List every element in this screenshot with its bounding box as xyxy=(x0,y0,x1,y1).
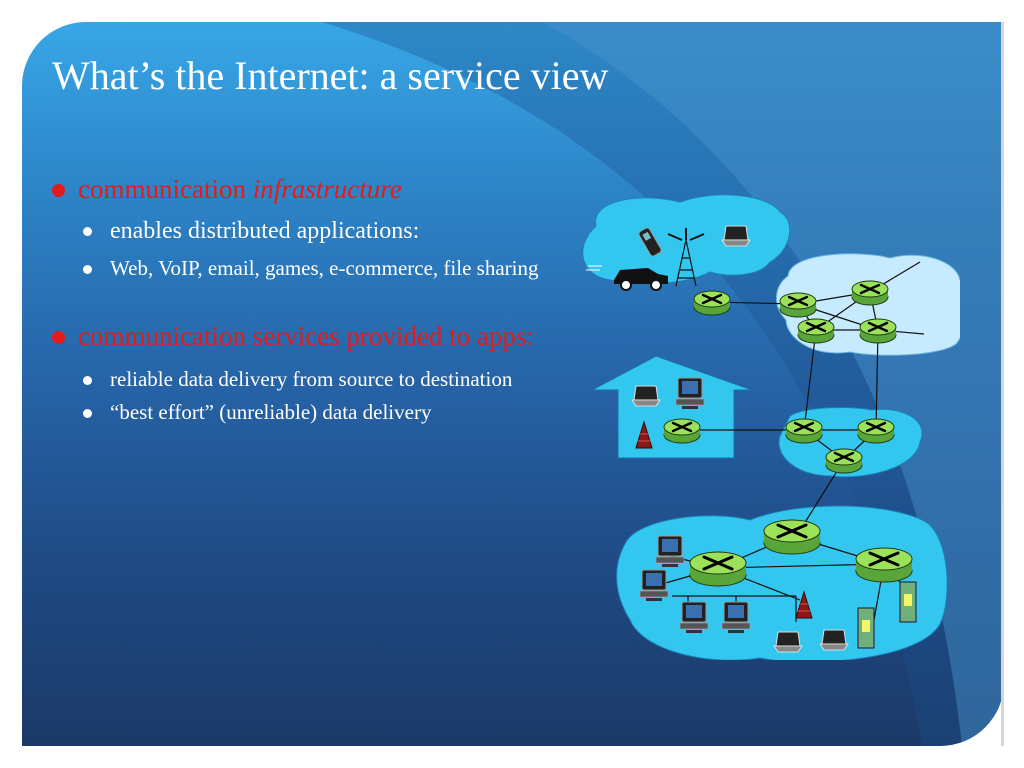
sub-bullet: Web, VoIP, email, games, e-commerce, fil… xyxy=(50,254,550,283)
router-icon xyxy=(824,447,864,475)
bullet-text-italic: infrastructure xyxy=(252,174,402,204)
server-icon xyxy=(899,581,917,623)
router-icon xyxy=(856,417,896,445)
router-icon xyxy=(778,291,818,319)
bullet-text: communication xyxy=(78,174,253,204)
laptop-icon xyxy=(631,385,661,407)
bullet-communication-infrastructure: communication infrastructure xyxy=(50,172,550,206)
router-icon xyxy=(854,546,914,584)
slide-title: What’s the Internet: a service view xyxy=(52,53,609,98)
slide-frame-edge xyxy=(1001,22,1004,746)
laptop-icon xyxy=(773,631,803,653)
house-icon xyxy=(591,355,753,459)
background-swoosh xyxy=(322,22,1004,746)
laptop-icon xyxy=(721,225,751,247)
sub-bullet: reliable data delivery from source to de… xyxy=(50,365,550,394)
slide: What’s the Internet: a service view comm… xyxy=(22,22,1004,746)
desktop-computer-icon xyxy=(679,601,709,634)
router-icon xyxy=(858,317,898,345)
desktop-computer-icon xyxy=(675,377,705,410)
desktop-computer-icon xyxy=(721,601,751,634)
router-icon xyxy=(662,417,702,445)
cell-tower-icon xyxy=(667,228,705,287)
router-icon xyxy=(784,417,824,445)
router-icon xyxy=(762,518,822,556)
car-icon xyxy=(586,265,668,291)
bullet-list: communication infrastructure enables dis… xyxy=(50,172,550,427)
desktop-computer-icon xyxy=(655,535,685,568)
network-diagram xyxy=(582,194,960,660)
mobile-phone-icon xyxy=(638,227,662,257)
server-icon xyxy=(857,607,875,649)
bullet-communication-services: communication services provided to apps: xyxy=(50,319,550,353)
router-icon xyxy=(688,550,748,588)
router-icon xyxy=(796,317,836,345)
router-icon xyxy=(692,289,732,317)
sub-bullet: “best effort” (unreliable) data delivery xyxy=(50,398,550,427)
router-icon xyxy=(850,279,890,307)
desktop-computer-icon xyxy=(639,569,669,602)
sub-bullet: enables distributed applications: xyxy=(50,216,550,246)
laptop-icon xyxy=(819,629,849,651)
